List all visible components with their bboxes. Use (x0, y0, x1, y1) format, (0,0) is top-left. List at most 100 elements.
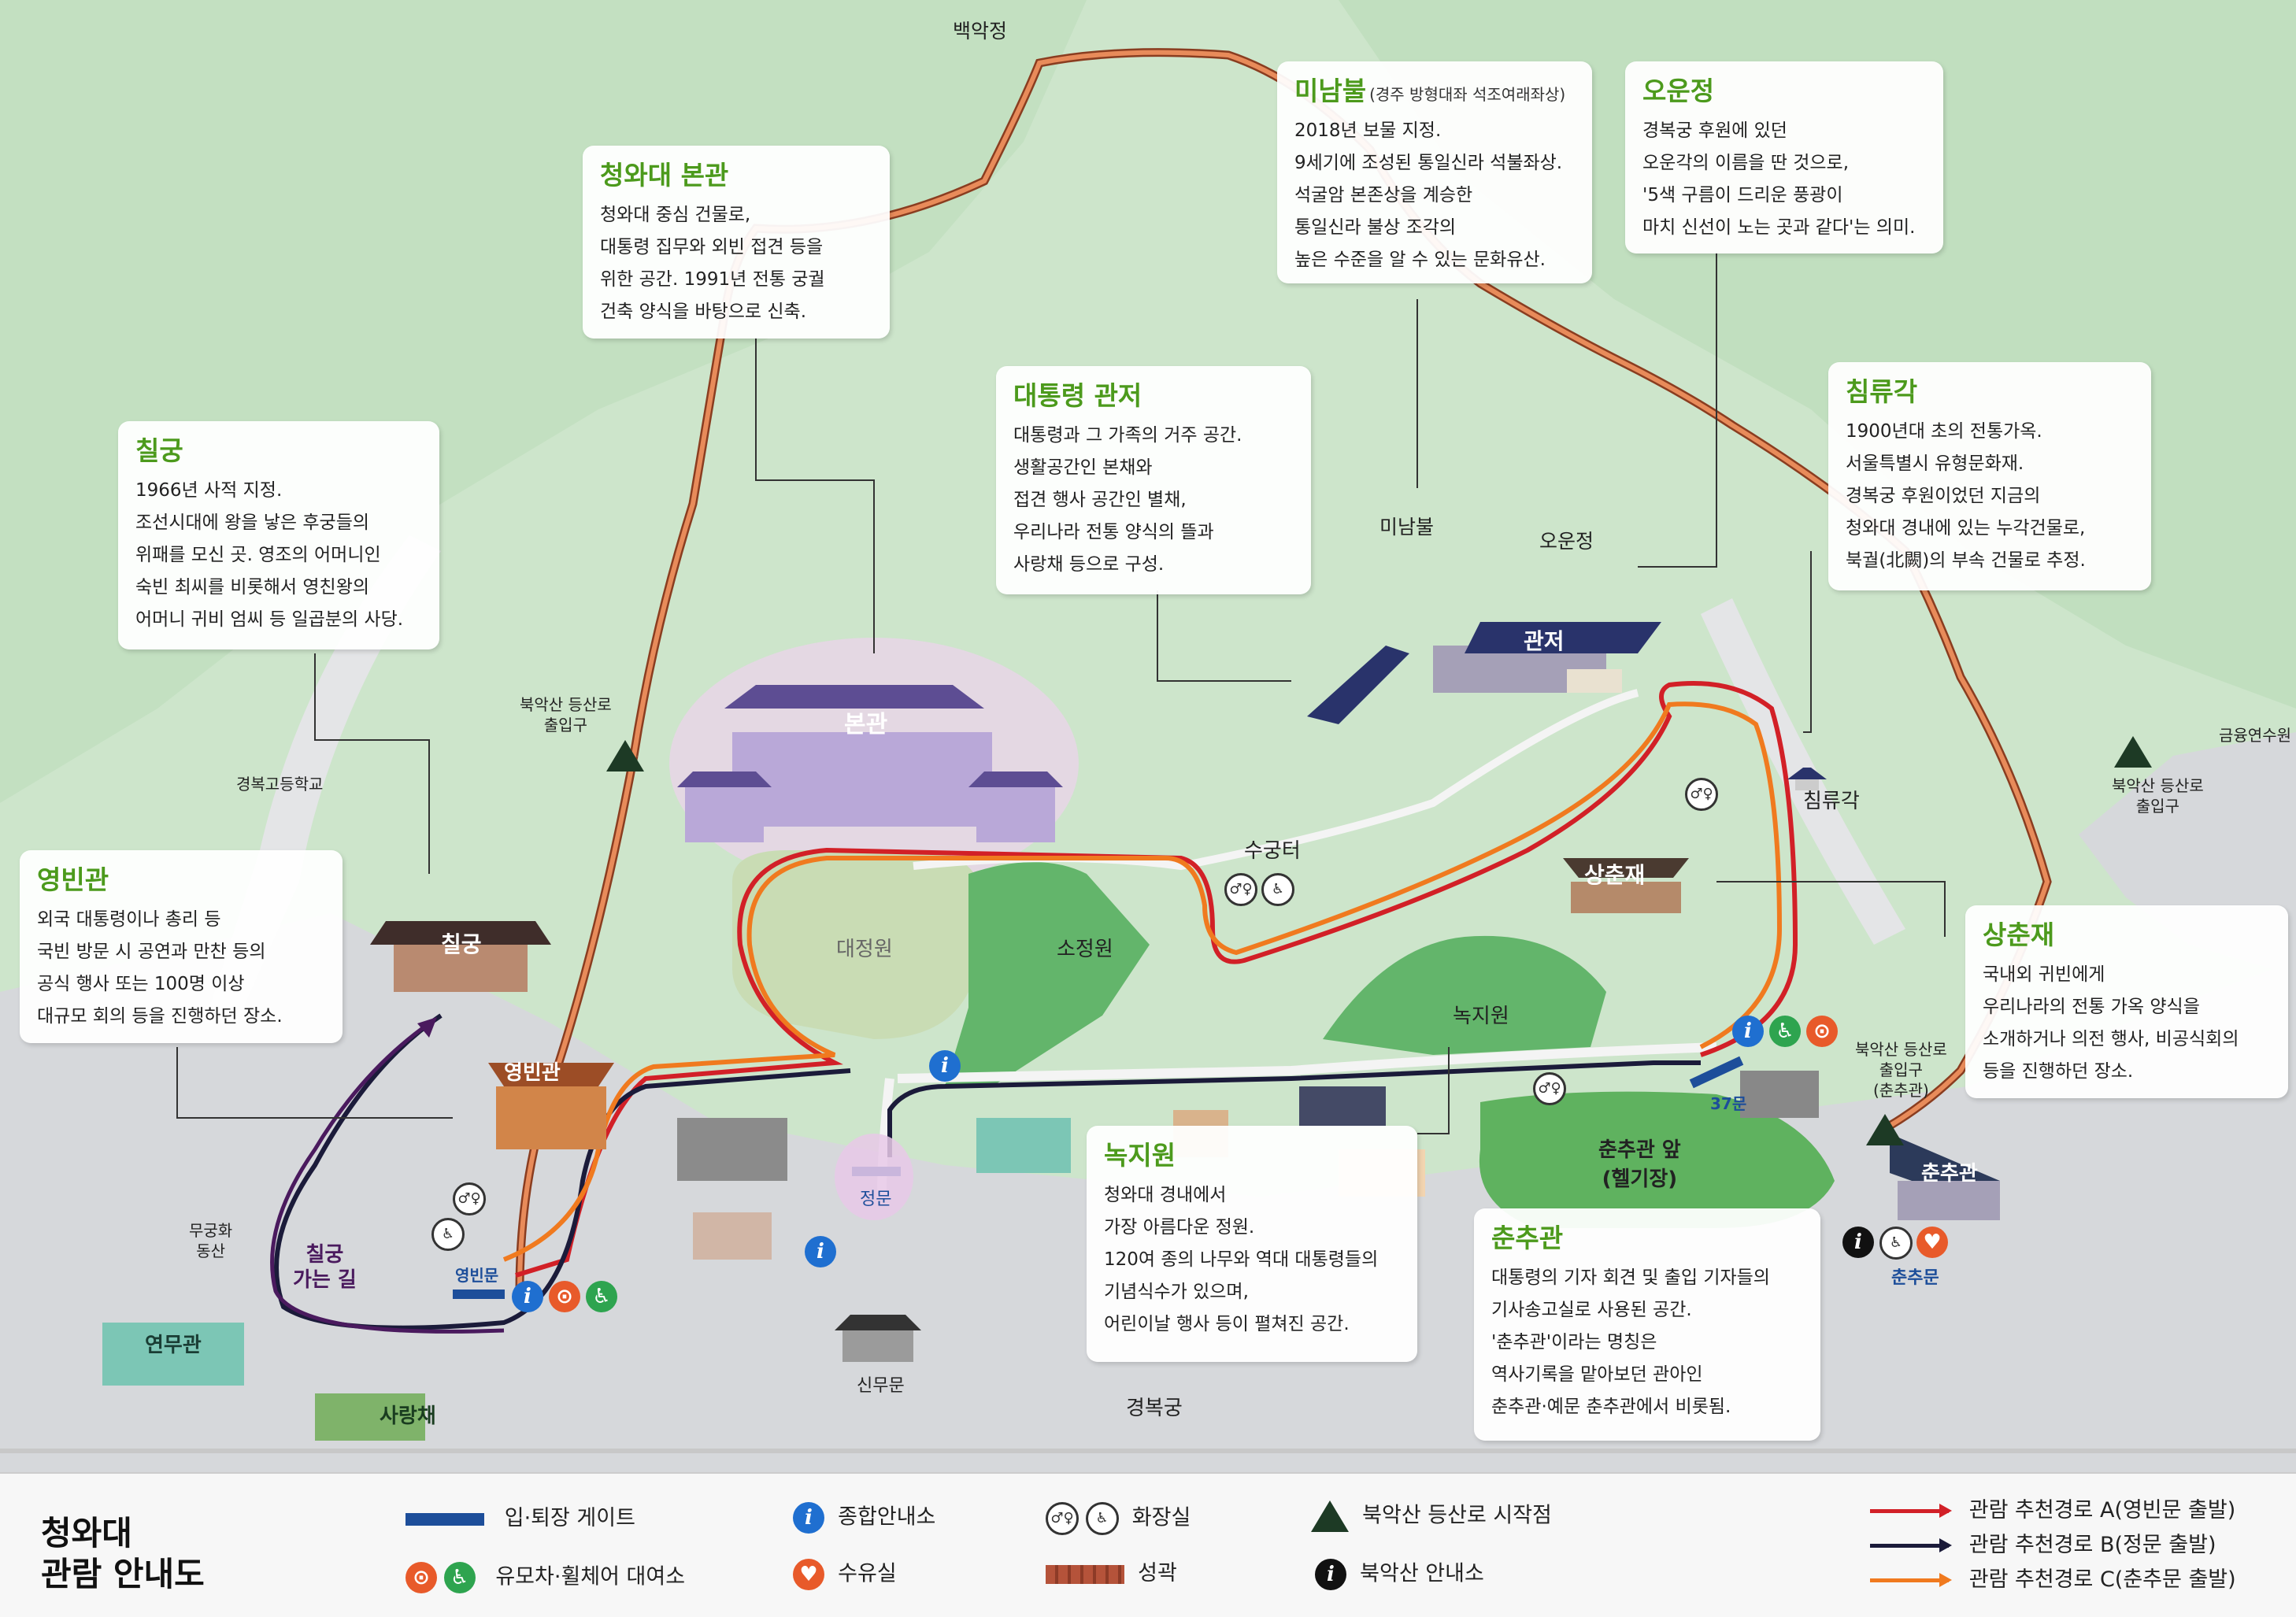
gate37-bar (1689, 1056, 1744, 1089)
info-box-line: 공식 행사 또는 100명 이상 (37, 974, 245, 995)
info-box-bongwan: 청와대 본관 청와대 중심 건물로, 대통령 집무와 외빈 접견 등을 위한 공… (583, 146, 890, 339)
label-bugak-entry-west: 북악산 등산로 출입구 (520, 695, 612, 734)
route-b-arrow-icon (1870, 1538, 1952, 1552)
info-icon[interactable]: i (512, 1281, 543, 1312)
info-box-line: 통일신라 불상 조각의 (1294, 217, 1457, 239)
building-navy-1 (1299, 1086, 1386, 1126)
info-box-gwanjeo: 대통령 관저 대통령과 그 가족의 거주 공간. 생활공간인 본채와 접견 행사… (996, 366, 1311, 594)
info-icon[interactable]: i (929, 1050, 961, 1082)
toilet-icon[interactable]: ♂♀ (453, 1182, 486, 1216)
wheelchair-icon[interactable]: ♿ (1769, 1016, 1801, 1047)
label-nokjiwon: 녹지원 (1453, 1005, 1509, 1028)
legend-label: 관람 추천경로 A(영빈문 출발) (1968, 1498, 2236, 1523)
info-box-title: 영빈관 (37, 864, 109, 895)
legend-label: 성곽 (1138, 1561, 1177, 1586)
info-box-line: 마치 신선이 노는 곳과 같다'는 의미. (1642, 217, 1916, 239)
legend-item-wall: 성곽 (1046, 1560, 1177, 1587)
toilet-icon: ♂♀ (1046, 1502, 1079, 1535)
chilgung-path-line (270, 1021, 505, 1334)
map-legend: 청와대 관람 안내도 입·퇴장 게이트 ⊙ ♿ 유모차·휠체어 대여소 i 종합… (0, 1472, 2296, 1617)
info-box-line: 오운각의 이름을 딴 것으로, (1642, 153, 1850, 174)
label-gate37: 37문 (1710, 1094, 1747, 1113)
wheelchair-icon[interactable]: ♿ (586, 1281, 617, 1312)
chilgung-building (370, 921, 551, 992)
info-box-chimnyugak: 침류각 1900년대 초의 전통가옥. 서울특별시 유형문화재. 경복궁 후원이… (1828, 362, 2151, 590)
toilet-icon[interactable]: ♂♀ (1533, 1072, 1566, 1105)
label-chunchumun: 춘추문 (1891, 1268, 1939, 1288)
info-box-line: 2018년 보물 지정. (1294, 120, 1442, 142)
mountain-trailhead-icon (1866, 1114, 1904, 1145)
label-yeonmugwan: 연무관 (145, 1334, 202, 1357)
wheelchair-icon[interactable]: ♿ (431, 1218, 465, 1251)
info-box-line: 1900년대 초의 전통가옥. (1846, 421, 2042, 442)
info-box-line: 120여 종의 나무와 역대 대통령들의 (1104, 1249, 1379, 1271)
info-box-line: 역사기록을 맡아보던 관아인 (1491, 1364, 1703, 1386)
yeongbingwan-building (488, 1063, 614, 1149)
info-box-line: 조선시대에 왕을 낳은 후궁들의 (135, 512, 370, 534)
legend-item-stroller: ⊙ ♿ 유모차·휠체어 대여소 (406, 1562, 685, 1593)
building-gray-1 (677, 1118, 787, 1181)
info-box-title: 춘추관 (1491, 1223, 1564, 1253)
info-box-line: 춘추관·예문 춘추관에서 비롯됨. (1491, 1397, 1731, 1418)
info-box-line: 숙빈 최씨를 비롯해서 영친왕의 (135, 577, 370, 598)
building-gray-2 (1740, 1071, 1819, 1118)
yeonmugwan-building (102, 1323, 244, 1386)
info-icon[interactable]: i (1732, 1016, 1764, 1047)
stroller-icon[interactable]: ⊙ (1806, 1016, 1838, 1047)
label-jeongmun: 정문 (860, 1190, 892, 1209)
bugak-info-icon[interactable]: i (1842, 1227, 1874, 1258)
info-box-title: 미남불(경주 방형대좌 석조여래좌상) (1294, 76, 1575, 106)
info-box-title: 오운정 (1642, 76, 1715, 106)
bongwan-building (677, 685, 1063, 842)
label-chunchugwan-front: 춘추관 앞 (헬기장) (1598, 1138, 1681, 1191)
info-box-line: 위패를 모신 곳. 영조의 어머니인 (135, 545, 381, 566)
stroller-icon[interactable]: ⊙ (549, 1281, 580, 1312)
wheelchair-icon[interactable]: ♿ (1879, 1227, 1913, 1260)
boundary-line (0, 1449, 2296, 1453)
nursing-icon[interactable]: ♥ (1916, 1227, 1948, 1258)
label-sojeongwon: 소정원 (1057, 938, 1113, 961)
info-box-line: 대규모 회의 등을 진행하던 장소. (37, 1006, 283, 1027)
info-box-minambul: 미남불(경주 방형대좌 석조여래좌상) 2018년 보물 지정. 9세기에 조성… (1277, 61, 1592, 283)
building-teal-1 (976, 1118, 1071, 1173)
info-box-line: 9세기에 조성된 통일신라 석불좌상. (1294, 153, 1563, 174)
label-bugak-entry-east: 북악산 등산로 출입구 (2112, 776, 2204, 816)
chilgung-path-arrow (417, 1017, 437, 1038)
nokjiwon-lawn (1323, 935, 1606, 1055)
label-chilgung: 칠궁 (441, 931, 482, 957)
info-box-nokjiwon: 녹지원 청와대 경내에서 가장 아름다운 정원. 120여 종의 나무와 역대 … (1087, 1126, 1417, 1362)
sangchunjae-building (1563, 858, 1689, 913)
wheelchair-icon[interactable]: ♿ (1261, 873, 1294, 906)
wheelchair-icon: ♿ (443, 1562, 476, 1593)
info-box-line: 기사송고실로 사용된 공간. (1491, 1300, 1692, 1321)
info-box-line: 경복궁 후원이었던 지금의 (1846, 486, 2041, 507)
info-box-line: 높은 수준을 알 수 있는 문화유산. (1294, 250, 1546, 271)
label-gyeongbok-hs: 경복고등학교 (236, 775, 324, 794)
info-box-line: '5색 구름이 드리운 풍광이 (1642, 185, 1843, 206)
info-box-line: 청와대 중심 건물로, (600, 205, 751, 226)
gwanjeo-building (1307, 622, 1661, 724)
route-a-line (515, 681, 1798, 1278)
info-box-line: 북궐(北闕)의 부속 건물로 추정. (1846, 550, 2086, 572)
info-box-line: 등을 진행하던 장소. (1983, 1061, 2134, 1082)
info-box-chilgung: 칠궁 1966년 사적 지정. 조선시대에 왕을 낳은 후궁들의 위패를 모신 … (118, 421, 439, 649)
legend-item-toilet: ♂♀ ♿ 화장실 (1046, 1502, 1191, 1535)
yeongbinmun-gate (453, 1290, 505, 1299)
info-box-line: 어린이날 행사 등이 펼쳐진 공간. (1104, 1314, 1350, 1335)
legend-item-route-a: 관람 추천경로 A(영빈문 출발) (1870, 1497, 2235, 1524)
toilet-icon[interactable]: ♂♀ (1224, 873, 1257, 906)
info-box-title-text: 미남불 (1294, 76, 1367, 106)
info-box-subtitle: (경주 방형대좌 석조여래좌상) (1369, 85, 1566, 104)
label-chunchugwan: 춘추관 (1921, 1162, 1978, 1186)
info-box-line: 건축 양식을 바탕으로 신축. (600, 302, 807, 323)
info-box-title: 대통령 관저 (1013, 380, 1142, 411)
toilet-icon[interactable]: ♂♀ (1685, 778, 1718, 811)
info-box-line: 우리나라의 전통 가옥 양식을 (1983, 997, 2200, 1018)
legend-label: 입·퇴장 게이트 (504, 1506, 635, 1530)
info-box-line: 외국 대통령이나 총리 등 (37, 909, 221, 931)
legend-item-bugak-start: 북악산 등산로 시작점 (1311, 1500, 1552, 1532)
info-icon[interactable]: i (805, 1236, 836, 1267)
jeongmun-highlight (835, 1134, 913, 1220)
info-box-title: 침류각 (1846, 376, 1918, 407)
